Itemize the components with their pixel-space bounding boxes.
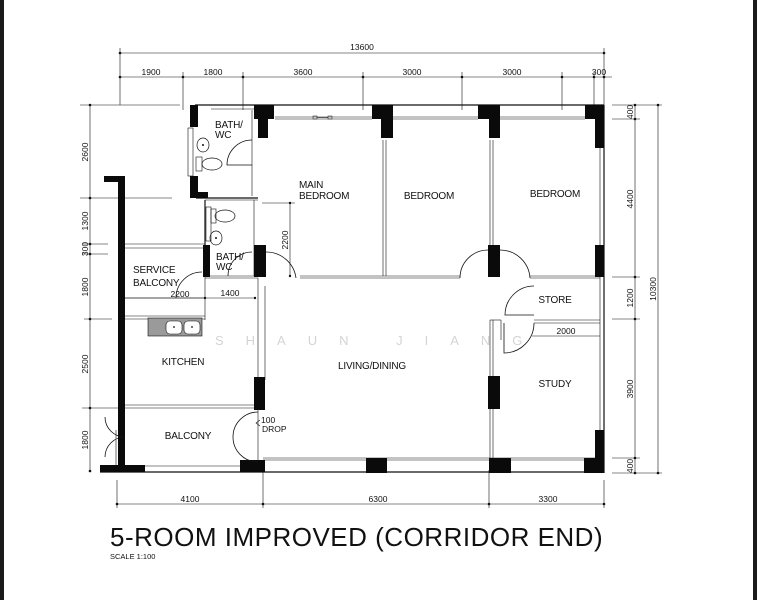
label-bath-wc-2-line2: WC [216, 262, 232, 273]
dim-left-5: 2500 [80, 354, 90, 373]
dim-right-2: 4400 [625, 189, 635, 208]
top-dimensions: 13600 1900 1800 3600 3000 3000 300 [118, 42, 612, 110]
label-main-bedroom-line2: BEDROOM [299, 191, 349, 202]
dim-left-3: 300 [80, 242, 90, 256]
label-bath-wc-1-line2: WC [215, 130, 231, 141]
sanitary-fixtures [187, 127, 236, 246]
dim-study: 2000 [557, 326, 576, 336]
dim-left-2: 1300 [80, 211, 90, 230]
dim-top-3: 3600 [294, 67, 313, 77]
dim-right-1: 400 [625, 105, 635, 119]
inner-dimensions: 2200 1400 2200 2000 100 DROP [125, 201, 600, 434]
label-bedroom-1: BEDROOM [404, 191, 454, 202]
drop-label: DROP [262, 424, 287, 434]
dim-right-5: 400 [625, 459, 635, 473]
dim-left-1: 2600 [80, 142, 90, 161]
kitchen-sink [147, 317, 203, 337]
dim-top-5: 3000 [503, 67, 522, 77]
label-store: STORE [538, 295, 572, 306]
label-main-bedroom-line1: MAIN [299, 180, 323, 191]
dim-right-3: 1200 [625, 288, 635, 307]
label-living-dining: LIVING/DINING [338, 361, 406, 372]
label-study: STUDY [539, 379, 572, 390]
left-dimensions: 2600 1300 300 1800 2500 1800 [80, 103, 180, 473]
dim-service-balcony: 2200 [171, 289, 190, 299]
dim-left-6: 1800 [80, 430, 90, 449]
doors [104, 139, 535, 465]
plan-scale: SCALE 1:100 [110, 552, 155, 561]
room-labels: BATH/ WC BATH/ WC MAIN BEDROOM BEDROOM B… [133, 120, 580, 442]
dim-bath-passage: 1400 [221, 288, 240, 298]
label-service-balcony-line1: SERVICE [133, 265, 176, 276]
dim-bottom-3: 3300 [539, 494, 558, 504]
dim-right-total: 10300 [648, 277, 658, 301]
right-dimensions: 400 4400 1200 3900 400 10300 [612, 103, 662, 475]
floor-plan-drawing: SHAUN JIANG 13600 1900 1800 3600 3000 30… [80, 42, 662, 561]
label-bedroom-2: BEDROOM [530, 189, 580, 200]
dim-top-total: 13600 [350, 42, 374, 52]
dim-left-4: 1800 [80, 277, 90, 296]
dim-bottom-2: 6300 [369, 494, 388, 504]
bottom-dimensions: 4100 6300 3300 [115, 470, 606, 508]
dim-main-bedroom-door: 2200 [280, 230, 290, 249]
dim-top-1: 1900 [142, 67, 161, 77]
dim-top-4: 3000 [403, 67, 422, 77]
label-balcony: BALCONY [165, 431, 212, 442]
watermark: SHAUN JIANG [215, 333, 544, 348]
plan-title: 5-ROOM IMPROVED (CORRIDOR END) [110, 522, 603, 552]
floor-plan-page: SHAUN JIANG 13600 1900 1800 3600 3000 30… [4, 0, 753, 600]
label-kitchen: KITCHEN [162, 357, 205, 368]
dim-top-6: 300 [592, 67, 606, 77]
label-bath-wc-2-line1: BATH/ [216, 252, 244, 263]
columns [100, 105, 604, 473]
dim-top-2: 1800 [204, 67, 223, 77]
label-bath-wc-1-line1: BATH/ [215, 120, 243, 131]
drop-value: 100 [261, 415, 275, 425]
dim-right-4: 3900 [625, 379, 635, 398]
label-service-balcony-line2: BALCONY [133, 278, 180, 289]
dim-bottom-1: 4100 [181, 494, 200, 504]
